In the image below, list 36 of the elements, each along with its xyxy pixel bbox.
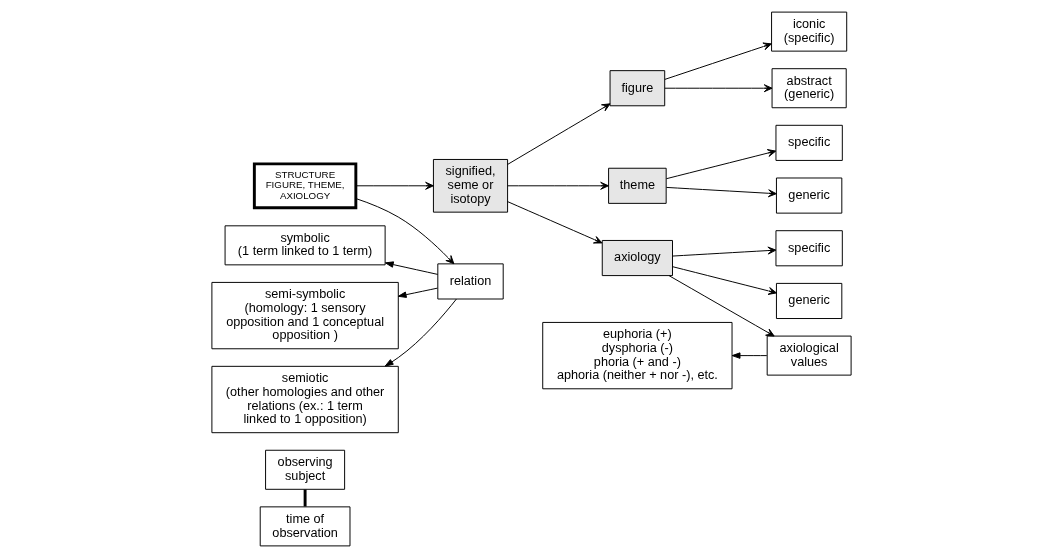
arrow	[397, 287, 438, 298]
node-box: iconic (specific)	[770, 11, 847, 52]
arrow	[665, 149, 776, 180]
arrow	[731, 352, 767, 359]
node-box: abstract (generic)	[771, 68, 847, 109]
node-box: symbolic (1 term linked to 1 term)	[224, 225, 386, 266]
arrow	[506, 201, 602, 244]
node-box: semi-symbolic (homology: 1 sensory opposition and 1 conceptual opposition )	[210, 281, 399, 350]
arrow	[671, 246, 776, 257]
arrow	[668, 275, 775, 337]
node-box: semiotic (other homologies and other relations (ex.: 1 term linked to 1 opposition)	[210, 365, 399, 434]
arrow	[355, 198, 454, 265]
node-box: figure	[609, 70, 665, 107]
arrow	[355, 181, 434, 190]
node-box: axiological values	[766, 335, 852, 376]
arrow	[665, 186, 777, 198]
arrow	[671, 266, 777, 295]
node-box: observing subject	[264, 449, 345, 490]
arrow	[506, 103, 610, 165]
arrow	[384, 261, 438, 275]
node-box: signified, seme or isotopy	[432, 158, 508, 213]
node-box: specific	[774, 230, 843, 267]
node-box: relation	[436, 263, 504, 300]
node-box: time of observation	[259, 506, 350, 547]
node-box: euphoria (+) dysphoria (-) phoria (+ and -) aphoria (neither + nor -), etc.	[541, 321, 733, 390]
arrow	[663, 84, 773, 93]
arrow	[384, 298, 457, 367]
node-box: specific	[774, 124, 843, 161]
node-box: generic	[775, 282, 842, 319]
arrow	[663, 42, 772, 80]
node-box: axiology	[601, 239, 673, 277]
connector	[303, 489, 307, 507]
arrow	[506, 181, 609, 190]
node-box: theme	[607, 167, 667, 204]
node-box: STRUCTURE FIGURE, THEME, AXIOLOGY	[252, 162, 357, 210]
node-box: generic	[775, 177, 842, 214]
